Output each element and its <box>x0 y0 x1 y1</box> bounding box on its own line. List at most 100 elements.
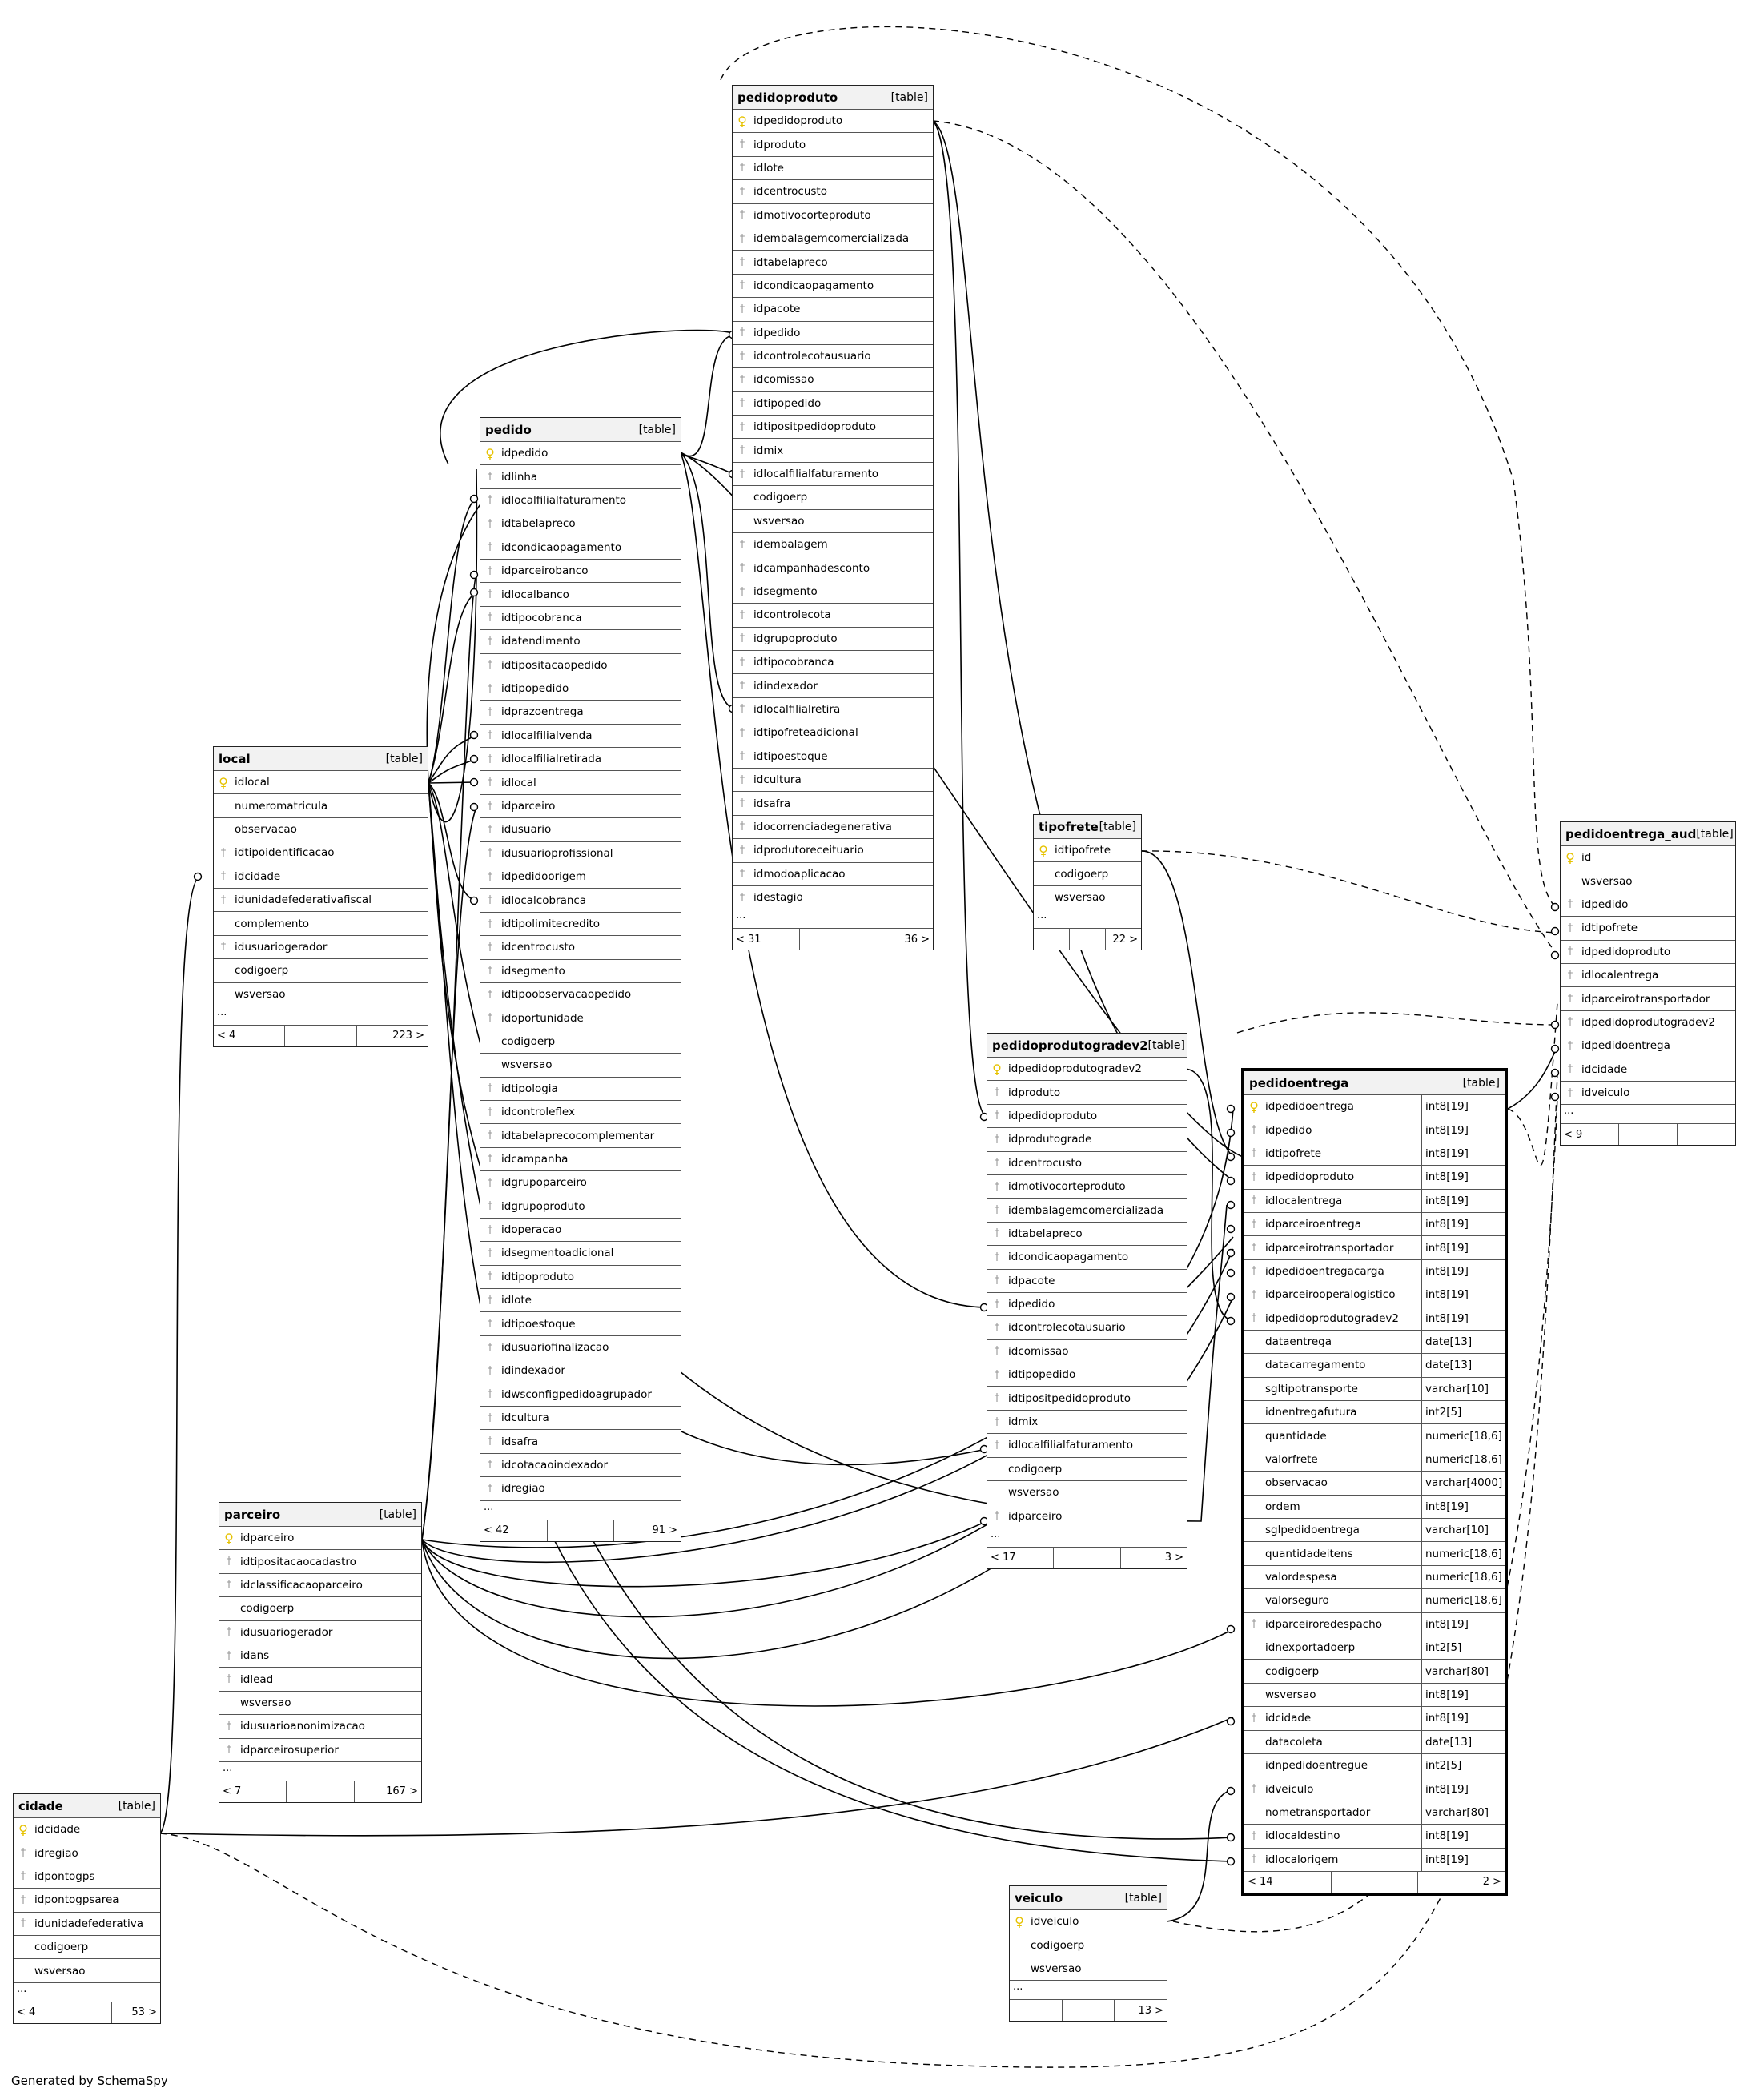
column-row[interactable]: †idparceirobanco <box>480 560 681 584</box>
footer-cell[interactable]: 223 > <box>392 1030 424 1042</box>
column-row[interactable]: †idusuarioprofissional <box>480 842 681 866</box>
table-pedidoprodutogradev2[interactable]: pedidoprodutogradev2[table]♀idpedidoprod… <box>987 1033 1187 1569</box>
column-row[interactable]: †idcultura <box>480 1407 681 1431</box>
column-row[interactable]: †idtipoidentificacao <box>214 841 428 865</box>
column-row[interactable]: †idpedidoproduto <box>987 1105 1187 1129</box>
column-row[interactable]: ♀idpedidoprodutogradev2 <box>987 1058 1187 1082</box>
column-row[interactable]: †idpedido <box>1561 893 1735 917</box>
column-row[interactable]: †idtipositpedidoproduto <box>733 416 933 440</box>
column-row[interactable]: †idcampanha <box>480 1148 681 1172</box>
column-row[interactable]: †idparceiro <box>480 795 681 819</box>
column-row[interactable]: †idpedido <box>987 1293 1187 1317</box>
footer-cell[interactable]: 36 > <box>904 933 930 946</box>
column-row[interactable]: †idcentrocusto <box>480 936 681 960</box>
column-row[interactable]: †idlocalfilialvenda <box>480 725 681 749</box>
column-row[interactable]: †idtabelapreco <box>733 251 933 275</box>
column-row[interactable]: †idoportunidade <box>480 1006 681 1030</box>
column-row[interactable]: †idtipofreteadicional <box>733 721 933 745</box>
column-row[interactable]: †idans <box>219 1644 421 1668</box>
column-row[interactable]: †idtipocobranca <box>733 651 933 675</box>
column-row[interactable]: †idusuario <box>480 818 681 842</box>
footer-cell[interactable]: 91 > <box>652 1524 678 1537</box>
column-row[interactable]: codigoerp <box>1010 1933 1167 1957</box>
column-row[interactable]: wsversao <box>219 1692 421 1716</box>
column-row[interactable]: †idtipositacaopedido <box>480 654 681 677</box>
column-row[interactable]: †idregiao <box>480 1477 681 1501</box>
column-row[interactable]: †idembalagem <box>733 533 933 557</box>
column-row[interactable]: †idcultura <box>733 769 933 793</box>
footer-cell[interactable]: < 42 <box>480 1520 548 1541</box>
column-row[interactable]: wsversao <box>1034 886 1141 910</box>
column-row[interactable]: †idcotacaoindexador <box>480 1454 681 1478</box>
column-row[interactable]: †idcomissao <box>987 1340 1187 1364</box>
column-row[interactable]: †idcondicaopagamento <box>987 1246 1187 1270</box>
footer-cell[interactable]: < 14 <box>1244 1871 1332 1893</box>
column-row[interactable]: †idlocalfilialretira <box>733 698 933 722</box>
column-row[interactable]: codigoerp <box>214 959 428 983</box>
column-row[interactable]: †idestagio <box>733 886 933 910</box>
column-row[interactable]: †idcondicaopagamento <box>480 536 681 560</box>
footer-cell[interactable]: < 17 <box>987 1547 1055 1568</box>
column-row[interactable]: †idusuariofinalizacao <box>480 1336 681 1360</box>
column-row[interactable]: †idtipopedido <box>987 1363 1187 1387</box>
column-row[interactable]: †idcentrocusto <box>987 1152 1187 1175</box>
column-row[interactable]: †idcidade <box>1561 1058 1735 1082</box>
column-row[interactable]: †idtipositacaocadastro <box>219 1550 421 1574</box>
column-row[interactable]: †idsegmentoadicional <box>480 1242 681 1266</box>
footer-cell[interactable]: < 7 <box>219 1781 287 1802</box>
column-row[interactable]: †idatendimento <box>480 630 681 654</box>
column-row[interactable]: †idparceirosuperior <box>219 1739 421 1762</box>
column-row[interactable]: †idprodutograde <box>987 1128 1187 1152</box>
column-row[interactable]: †idtipositpedidoproduto <box>987 1387 1187 1411</box>
column-row[interactable]: wsversao <box>733 510 933 534</box>
column-row[interactable]: wsversao <box>480 1054 681 1078</box>
column-row[interactable]: †idtipocobranca <box>480 607 681 631</box>
column-row[interactable]: ♀idlocal <box>214 771 428 795</box>
column-row[interactable]: †idlocalbanco <box>480 583 681 607</box>
footer-cell[interactable]: 167 > <box>386 1785 418 1798</box>
column-row[interactable]: †idmix <box>733 439 933 463</box>
column-row[interactable]: †idindexador <box>733 674 933 698</box>
column-row[interactable]: †idlocalcobranca <box>480 889 681 913</box>
column-row[interactable]: †idlocalfilialfaturamento <box>987 1434 1187 1458</box>
column-row[interactable]: †idcontrolecotausuario <box>733 345 933 369</box>
column-row[interactable]: †idembalagemcomercializada <box>733 227 933 251</box>
column-row[interactable]: †idpontogpsarea <box>14 1889 160 1913</box>
column-row[interactable]: †idpacote <box>733 298 933 322</box>
column-row[interactable]: †idunidadefederativafiscal <box>214 889 428 913</box>
column-row[interactable]: †idcidade <box>214 865 428 889</box>
column-row[interactable]: †idtipoestoque <box>733 745 933 769</box>
column-row[interactable]: †idpedidoprodutogradev2 <box>1561 1011 1735 1035</box>
column-row[interactable]: †idparceiro <box>987 1504 1187 1528</box>
footer-cell[interactable]: 13 > <box>1138 2004 1164 2017</box>
column-row[interactable]: †idtabelapreco <box>480 512 681 536</box>
column-row[interactable]: †idlote <box>480 1289 681 1313</box>
column-row[interactable]: ♀idtipofrete <box>1034 839 1141 863</box>
table-pedidoproduto[interactable]: pedidoproduto[table]♀idpedidoproduto†idp… <box>732 85 934 951</box>
column-row[interactable]: †idmix <box>987 1411 1187 1435</box>
column-row[interactable]: †idlocalentrega <box>1561 964 1735 988</box>
column-row[interactable]: †idmodoaplicacao <box>733 863 933 886</box>
column-row[interactable]: †idcentrocusto <box>733 180 933 204</box>
column-row[interactable]: †idregiao <box>14 1841 160 1865</box>
